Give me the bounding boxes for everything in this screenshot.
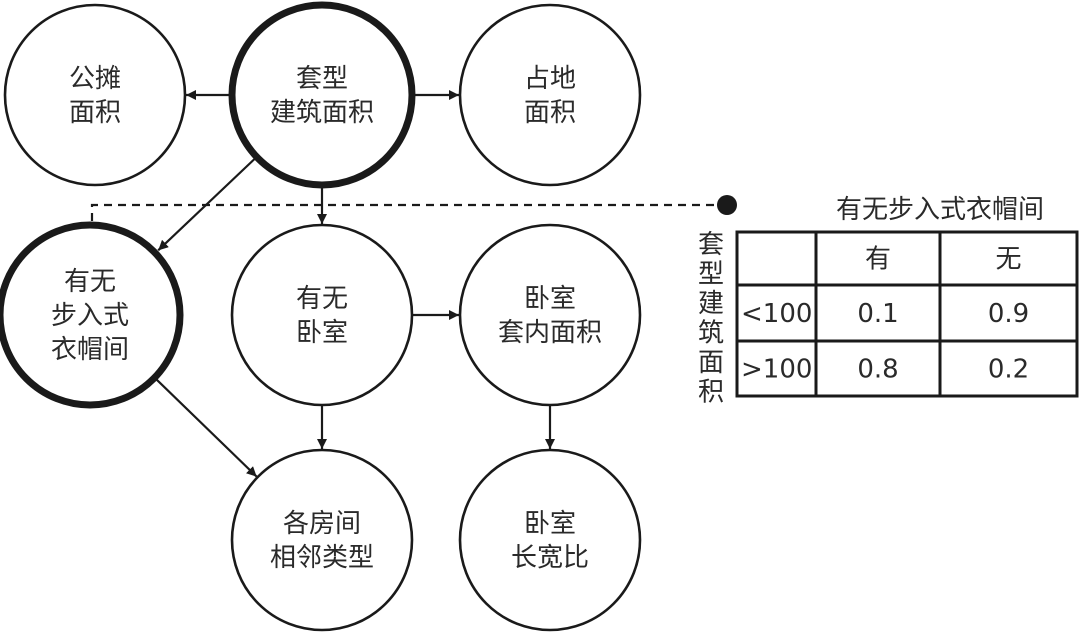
table-value-cell: 0.9 bbox=[988, 299, 1029, 329]
node-label-line: 卧室 bbox=[524, 284, 576, 314]
node-label-line: 公摊 bbox=[69, 64, 121, 94]
node-label-line: 长宽比 bbox=[511, 543, 589, 573]
node-label-line: 衣帽间 bbox=[51, 335, 129, 365]
table-row-title-char: 建 bbox=[698, 289, 724, 319]
table-grid bbox=[735, 230, 1079, 398]
node-label-line: 占地 bbox=[524, 64, 576, 94]
node-circle bbox=[458, 223, 642, 407]
table-row-label: <100 bbox=[741, 299, 812, 329]
node-label-line: 相邻类型 bbox=[270, 543, 374, 573]
nodes-layer: 公摊面积套型建筑面积占地面积有无步入式衣帽间有无卧室卧室套内面积各房间相邻类型卧… bbox=[0, 1, 642, 632]
table-header-cell: 无 bbox=[995, 245, 1021, 275]
edge-walk-in-closet-to-room-adjacency-type bbox=[155, 378, 258, 478]
node-circle bbox=[230, 448, 414, 632]
node-label-line: 卧室 bbox=[296, 318, 348, 348]
table-header-cell: 有 bbox=[865, 245, 891, 275]
callout-dashed-line bbox=[90, 203, 718, 221]
table-border bbox=[735, 230, 1079, 398]
table-row-label: >100 bbox=[741, 355, 812, 385]
node-circle bbox=[228, 1, 416, 189]
node-label-line: 建筑面积 bbox=[270, 98, 374, 128]
node-circle bbox=[458, 3, 642, 187]
table-value-cell: 0.1 bbox=[857, 299, 898, 329]
table-row-title-char: 套 bbox=[698, 230, 724, 260]
node-label-line: 面积 bbox=[69, 98, 121, 128]
callout-dot bbox=[717, 195, 737, 215]
node-label-line: 各房间 bbox=[283, 509, 361, 539]
node-walk-in-closet: 有无步入式衣帽间 bbox=[0, 221, 184, 409]
node-label-line: 有无 bbox=[296, 284, 348, 314]
node-circle bbox=[0, 221, 184, 409]
node-circle bbox=[3, 3, 187, 187]
node-label-line: 卧室 bbox=[524, 509, 576, 539]
node-circle bbox=[458, 448, 642, 632]
node-label-line: 套型 bbox=[296, 64, 348, 94]
table-value-cell: 0.8 bbox=[857, 355, 898, 385]
table-column-title: 有无步入式衣帽间 bbox=[836, 195, 1044, 225]
table-row-title-char: 积 bbox=[698, 378, 724, 408]
node-label-line: 面积 bbox=[524, 98, 576, 128]
table-row-title-char: 筑 bbox=[698, 319, 724, 349]
table-value-cell: 0.2 bbox=[988, 355, 1029, 385]
node-circle bbox=[230, 223, 414, 407]
callout-layer bbox=[90, 195, 737, 221]
node-label-line: 步入式 bbox=[51, 301, 129, 331]
node-label-line: 有无 bbox=[64, 267, 116, 297]
table-row-title-char: 面 bbox=[698, 348, 724, 378]
table-row-title-char: 型 bbox=[698, 260, 724, 290]
table-cells: 有 无 <100 0.1 0.9 >100 0.8 0.2 bbox=[741, 245, 1029, 385]
node-label-line: 套内面积 bbox=[498, 318, 602, 348]
